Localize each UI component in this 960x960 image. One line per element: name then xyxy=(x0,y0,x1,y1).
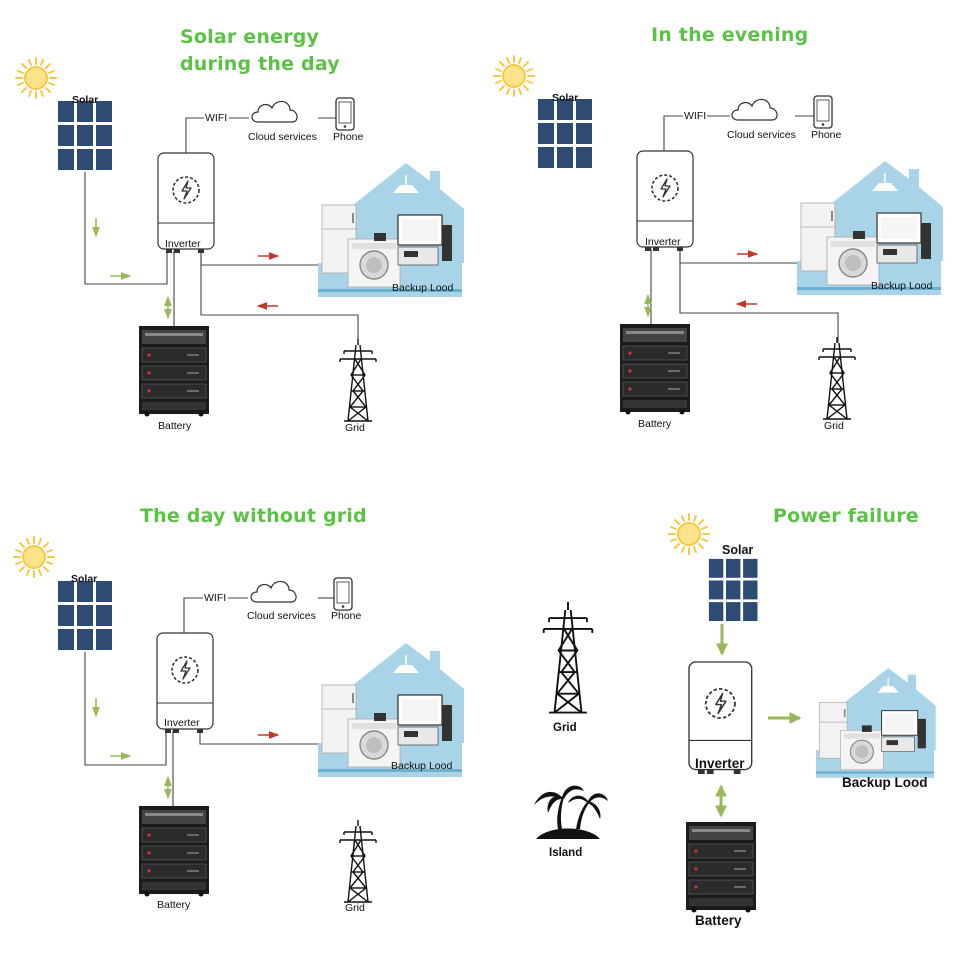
house-icon xyxy=(317,642,465,778)
inverter-label: Inverter xyxy=(164,717,200,729)
house-icon xyxy=(317,162,465,298)
solar-panel-icon xyxy=(57,100,113,172)
solar-panel-icon xyxy=(708,558,759,623)
cloud-label: Cloud services xyxy=(247,610,316,622)
sun-icon xyxy=(13,536,55,578)
house-icon xyxy=(796,160,944,296)
solar-label: Solar xyxy=(72,94,99,106)
battery-icon xyxy=(685,821,757,913)
phone-icon xyxy=(813,95,833,129)
scenario-title: In the evening xyxy=(651,24,809,46)
grid-label: Grid xyxy=(345,422,365,434)
house-icon xyxy=(815,667,937,779)
inverter-label: Inverter xyxy=(645,236,681,248)
backup-load-label: Backup Lood xyxy=(871,280,933,292)
cloud-icon xyxy=(731,98,778,121)
grid-label: Grid xyxy=(553,722,577,734)
battery-label: Battery xyxy=(638,418,672,430)
sun-icon xyxy=(493,55,535,97)
grid-tower-icon xyxy=(542,600,594,714)
cloud-label: Cloud services xyxy=(248,131,317,143)
sun-icon xyxy=(668,513,710,555)
scenario-evening xyxy=(493,55,944,420)
inverter-label: Inverter xyxy=(165,238,201,250)
cloud-label: Cloud services xyxy=(727,129,796,141)
scenario-no-grid xyxy=(13,536,465,903)
island-icon xyxy=(534,785,608,839)
sun-icon xyxy=(15,57,57,99)
battery-icon xyxy=(138,325,210,417)
island-label: Island xyxy=(549,847,583,859)
wifi-label: WIFI xyxy=(684,110,707,122)
solar-label: Solar xyxy=(71,573,98,585)
solar-label: Solar xyxy=(552,92,579,104)
phone-label: Phone xyxy=(333,131,364,143)
phone-label: Phone xyxy=(331,610,362,622)
battery-label: Battery xyxy=(157,899,191,911)
backup-load-label: Backup Lood xyxy=(842,775,928,790)
phone-icon xyxy=(335,97,355,131)
grid-label: Grid xyxy=(345,902,365,914)
cloud-icon xyxy=(251,100,298,123)
inverter-label: Inverter xyxy=(695,756,745,771)
grid-tower-icon xyxy=(818,336,856,420)
wifi-label: WIFI xyxy=(205,112,228,124)
scenario-power-failure xyxy=(534,513,937,913)
grid-tower-icon xyxy=(339,338,377,422)
solar-label: Solar xyxy=(722,543,754,557)
phone-label: Phone xyxy=(811,129,842,141)
backup-load-label: Backup Lood xyxy=(391,760,453,772)
scenario-title: Solar energy during the day xyxy=(180,24,340,78)
grid-tower-icon xyxy=(339,819,377,903)
scenario-title: Power failure xyxy=(773,505,919,527)
backup-load-label: Backup Lood xyxy=(392,282,454,294)
solar-panel-icon xyxy=(57,580,113,652)
battery-icon xyxy=(138,805,210,897)
title-line: during the day xyxy=(180,53,340,75)
phone-icon xyxy=(333,577,353,611)
scenario-day xyxy=(15,57,465,422)
battery-label: Battery xyxy=(158,420,192,432)
title-line: Solar energy xyxy=(180,26,320,48)
scenario-title: The day without grid xyxy=(140,505,367,527)
cloud-icon xyxy=(250,580,297,603)
solar-panel-icon xyxy=(537,98,593,170)
wifi-label: WIFI xyxy=(204,592,227,604)
battery-icon xyxy=(619,323,691,415)
grid-label: Grid xyxy=(824,420,844,432)
battery-label: Battery xyxy=(695,913,742,928)
